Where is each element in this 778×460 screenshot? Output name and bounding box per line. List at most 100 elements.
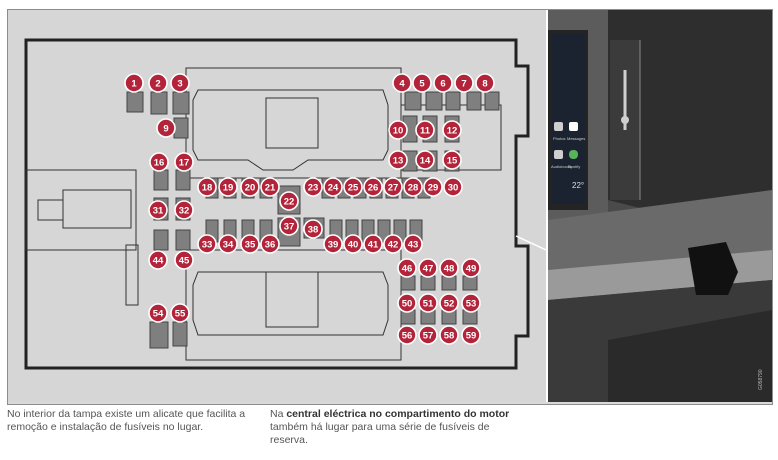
fuse-badge-43: 43 — [403, 234, 423, 254]
fuse-number: 30 — [448, 182, 459, 193]
connector-housing — [25, 169, 137, 251]
fuse-badge-circle — [174, 200, 194, 220]
fuse-badge-33: 33 — [197, 234, 217, 254]
fuse-badge-21: 21 — [260, 177, 280, 197]
fuse-badge-circle — [383, 177, 403, 197]
caption-left: No interior da tampa existe um alicate q… — [7, 408, 252, 434]
fuse-badge-17: 17 — [174, 152, 194, 172]
fuse-number: 31 — [153, 205, 164, 216]
fuse-badge-circle — [388, 120, 408, 140]
fuse-badge-circle — [149, 152, 169, 172]
fuse-badge-circle — [240, 177, 260, 197]
fuse-number: 38 — [308, 224, 319, 235]
fuse-badge-29: 29 — [423, 177, 443, 197]
fuse-badge-34: 34 — [218, 234, 238, 254]
fuse-number: 36 — [265, 239, 276, 250]
fuse-badge-circle — [148, 73, 168, 93]
fuse-badge-26: 26 — [363, 177, 383, 197]
fuse-badge-circle — [397, 293, 417, 313]
fuse-badge-circle — [442, 120, 462, 140]
fuse-number: 15 — [447, 155, 458, 166]
fuse-badge-circle — [343, 234, 363, 254]
fuse-slot — [466, 91, 482, 111]
caption-right: Na central eléctrica no compartimento do… — [270, 408, 510, 447]
callout-line-top — [515, 235, 547, 251]
fuse-number: 50 — [402, 298, 413, 309]
fuse-badge-54: 54 — [148, 303, 168, 323]
fuse-badge-circle — [260, 177, 280, 197]
fuse-badge-56: 56 — [397, 325, 417, 345]
fuse-badge-46: 46 — [397, 258, 417, 278]
fuse-number: 21 — [265, 182, 276, 193]
fuse-number: 51 — [423, 298, 434, 309]
fuse-badge-58: 58 — [439, 325, 459, 345]
fuse-number: 55 — [175, 308, 186, 319]
relay-outline-lower — [192, 271, 389, 336]
fuse-slot — [445, 91, 461, 111]
fuse-number: 52 — [444, 298, 455, 309]
fuse-badge-9: 9 — [156, 118, 176, 138]
fuse-slot — [404, 91, 422, 111]
fuse-number: 18 — [202, 182, 213, 193]
fuse-badge-44: 44 — [148, 250, 168, 270]
fuse-badge-circle — [197, 177, 217, 197]
fuse-number: 42 — [388, 239, 399, 250]
fuse-number: 24 — [328, 182, 339, 193]
fuse-number: 2 — [155, 78, 160, 89]
fuse-number: 32 — [179, 205, 190, 216]
fuse-badge-circle — [218, 177, 238, 197]
fuse-badge-41: 41 — [363, 234, 383, 254]
relay-outline-upper — [192, 89, 389, 171]
screen-app-label: Photos — [553, 136, 565, 141]
fuse-number: 44 — [153, 255, 164, 266]
fuse-badge-4: 4 — [392, 73, 412, 93]
fuse-box-location — [688, 242, 738, 295]
fuse-badge-35: 35 — [240, 234, 260, 254]
fuse-badge-27: 27 — [383, 177, 403, 197]
fuse-badge-53: 53 — [461, 293, 481, 313]
fuse-badge-circle — [343, 177, 363, 197]
fuse-badge-circle — [443, 177, 463, 197]
fuse-slot — [400, 275, 416, 291]
fuse-number: 29 — [428, 182, 439, 193]
fuse-badge-circle — [323, 177, 343, 197]
fuse-badge-7: 7 — [454, 73, 474, 93]
fuse-badge-circle — [392, 73, 412, 93]
fuse-number: 40 — [348, 239, 359, 250]
fuse-badge-circle — [303, 219, 323, 239]
dashboard-photo: Photos Messages Audiobooks Spotify 22° G… — [548, 10, 772, 402]
fuse-badge-38: 38 — [303, 219, 323, 239]
fuse-number: 54 — [153, 308, 164, 319]
fuse-badge-circle — [403, 234, 423, 254]
fuse-number: 46 — [402, 263, 413, 274]
fuse-slot — [149, 321, 169, 349]
fuse-badge-22: 22 — [279, 191, 299, 211]
fuse-badge-28: 28 — [403, 177, 423, 197]
fuse-badge-24: 24 — [323, 177, 343, 197]
caption-left-text: No interior da tampa existe um alicate q… — [7, 408, 246, 433]
fuse-badge-42: 42 — [383, 234, 403, 254]
fuse-badge-59: 59 — [461, 325, 481, 345]
fuse-number: 49 — [466, 263, 477, 274]
fuse-number: 16 — [154, 157, 165, 168]
screen-app-label: Spotify — [568, 164, 580, 169]
fuse-number: 26 — [368, 182, 379, 193]
fuse-badge-circle — [124, 73, 144, 93]
relay-housing-lower — [185, 249, 402, 361]
fuse-slot — [420, 275, 436, 291]
fuse-badge-8: 8 — [475, 73, 495, 93]
fuse-number: 12 — [447, 125, 458, 136]
fuse-badge-52: 52 — [439, 293, 459, 313]
fuse-number: 56 — [402, 330, 413, 341]
fuse-slot — [175, 169, 191, 191]
fuse-badge-circle — [439, 325, 459, 345]
fuse-badge-47: 47 — [418, 258, 438, 278]
fuse-badge-12: 12 — [442, 120, 462, 140]
fuse-badge-circle — [439, 293, 459, 313]
fuse-badge-50: 50 — [397, 293, 417, 313]
fuse-badge-circle — [363, 177, 383, 197]
fuse-slot — [484, 91, 500, 111]
fuse-badge-49: 49 — [461, 258, 481, 278]
fuse-number: 33 — [202, 239, 213, 250]
